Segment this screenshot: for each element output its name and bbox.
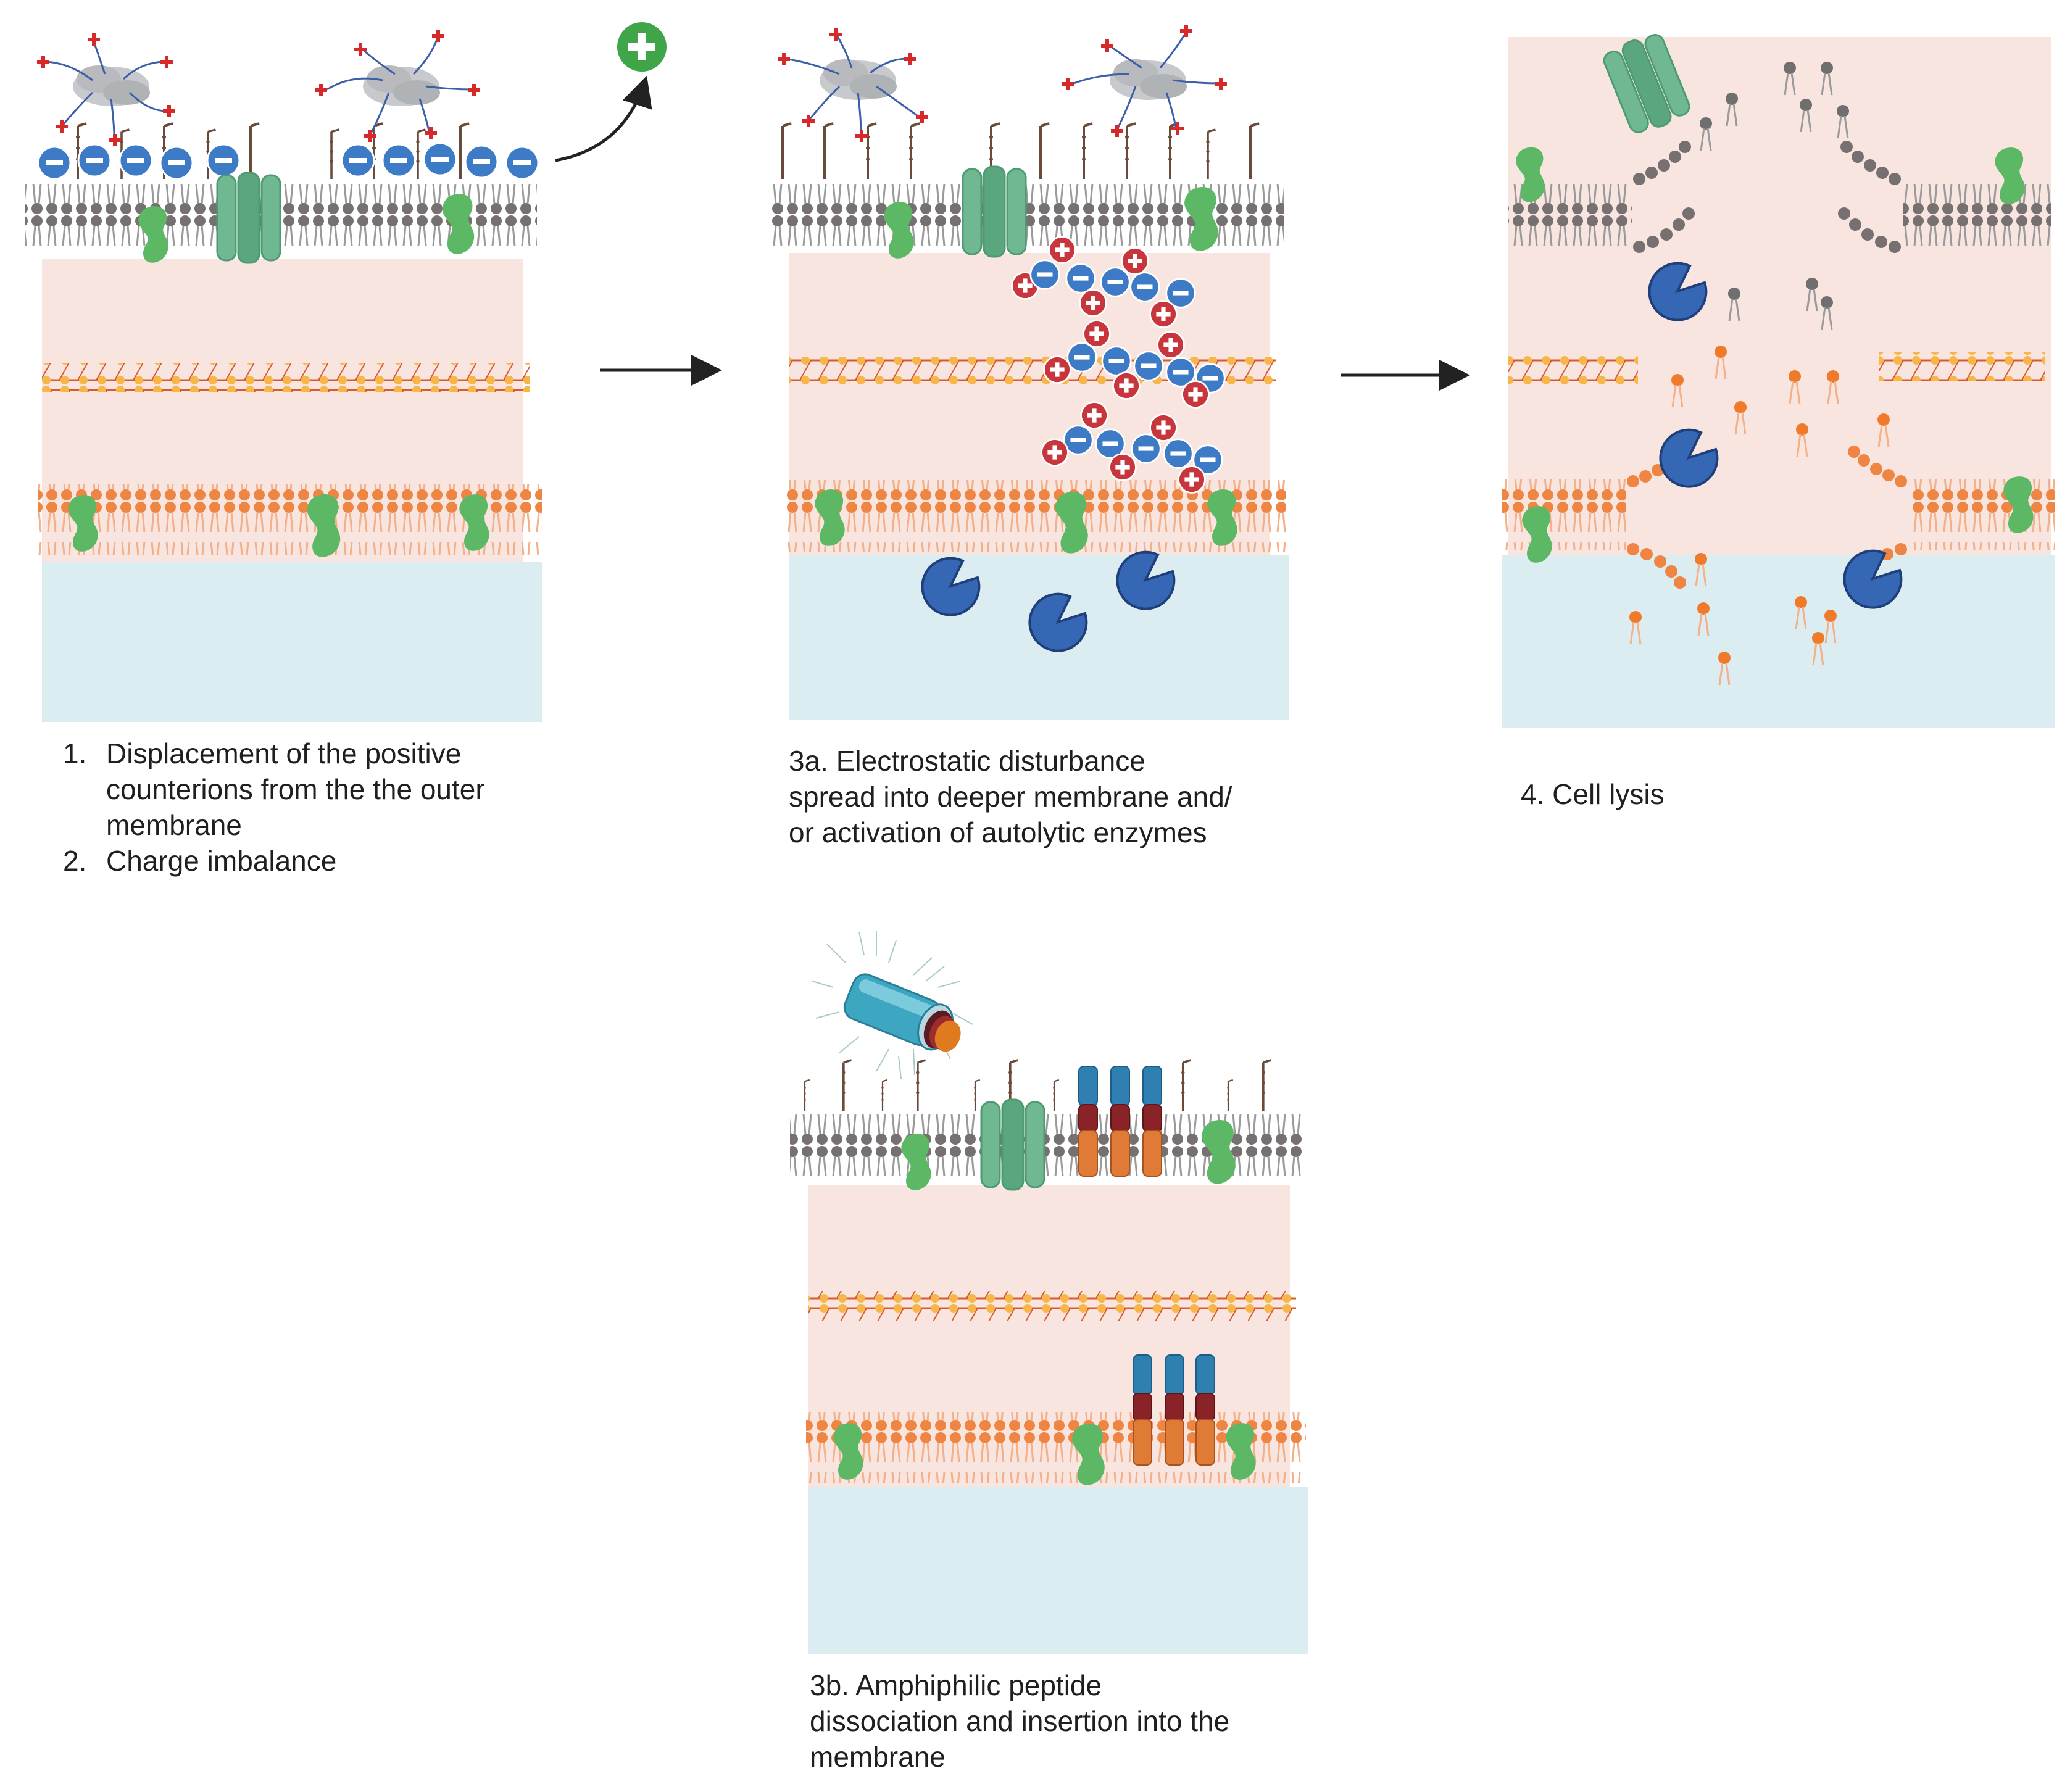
amphiphilic-peptide-icon — [1133, 1354, 1152, 1466]
caption-item-1: 1. Displacement of the positive — [63, 736, 485, 771]
cytoplasm — [808, 1487, 1308, 1654]
caption-3b-line-3: membrane — [810, 1741, 946, 1773]
caption-3b-line-2: dissociation and insertion into the — [810, 1705, 1230, 1737]
caption-item-1-line-1: Displacement of the positive — [106, 737, 462, 769]
amphiphilic-peptide-icon — [1142, 1066, 1162, 1177]
counterion-cluster-right — [1062, 25, 1227, 137]
caption-item-1-line-2: counterions from the the outer — [106, 773, 485, 805]
negative-charges — [37, 142, 539, 180]
outer-membrane-curl — [1633, 141, 1901, 253]
release-arrow — [555, 75, 652, 162]
outer-membrane-right — [1903, 176, 2051, 248]
caption-3a-line-3: or activation of autolytic enzymes — [789, 816, 1207, 848]
peptidoglycan-fragment-right — [1879, 352, 2045, 381]
panel-1-counterion-displacement — [25, 22, 667, 722]
panel-3b-peptide-insertion — [790, 931, 1308, 1654]
amphiphilic-peptide-icon — [1165, 1354, 1184, 1466]
peptidoglycan-layer — [808, 1291, 1296, 1321]
panel-3a-electrostatic-disturbance — [771, 25, 1289, 720]
inserted-peptides-inner — [1133, 1354, 1215, 1466]
peptidoglycan-layer — [42, 363, 530, 392]
amphiphilic-peptide-icon — [1110, 1066, 1130, 1177]
caption-4-line-1: 4. Cell lysis — [1521, 778, 1665, 810]
counterion-cluster-left — [778, 28, 928, 142]
panel-4-cell-lysis — [1502, 29, 2055, 728]
cytoplasm — [42, 562, 542, 722]
porin-icon — [962, 165, 1027, 258]
caption-item-2: 2. Charge imbalance — [63, 843, 485, 879]
caption-panel-3b: 3b. Amphiphilic peptide dissociation and… — [810, 1667, 1229, 1775]
inner-membrane — [806, 1412, 1306, 1483]
amphiphilic-peptide-icon — [1078, 1066, 1098, 1177]
peptidoglycan-fragment-left — [1508, 355, 1638, 385]
inserted-peptides-outer — [1078, 1066, 1162, 1177]
caption-item-1-number: 1. — [63, 737, 87, 769]
amphiphilic-peptide-icon — [1195, 1354, 1215, 1466]
caption-item-2-number: 2. — [63, 845, 87, 877]
porin-icon — [980, 1098, 1045, 1191]
inner-membrane — [786, 480, 1286, 552]
counterion-cluster-right — [315, 30, 480, 142]
released-cation-icon — [617, 22, 667, 72]
inner-membrane-left — [1502, 479, 1626, 550]
porin-icon — [216, 172, 281, 264]
inner-membrane — [38, 484, 542, 555]
peptide-nanotube-icon — [812, 931, 973, 1079]
lysis-rupture — [1691, 111, 1814, 555]
caption-panel-3a: 3a. Electrostatic disturbance spread int… — [789, 743, 1232, 850]
cytoplasm — [1502, 555, 2055, 728]
inner-membrane-right — [1910, 479, 2055, 550]
caption-3a-line-2: spread into deeper membrane and/ — [789, 781, 1232, 813]
counterion-cluster-left — [37, 33, 175, 146]
caption-item-2-line-1: Charge imbalance — [106, 845, 337, 877]
caption-panel-1: 1. Displacement of the positive counterio… — [63, 736, 485, 879]
caption-item-1-line-3: membrane — [106, 809, 242, 841]
caption-3b-line-1: 3b. Amphiphilic peptide — [810, 1669, 1102, 1701]
caption-3a-line-1: 3a. Electrostatic disturbance — [789, 745, 1145, 777]
caption-panel-4: 4. Cell lysis — [1521, 776, 1665, 812]
